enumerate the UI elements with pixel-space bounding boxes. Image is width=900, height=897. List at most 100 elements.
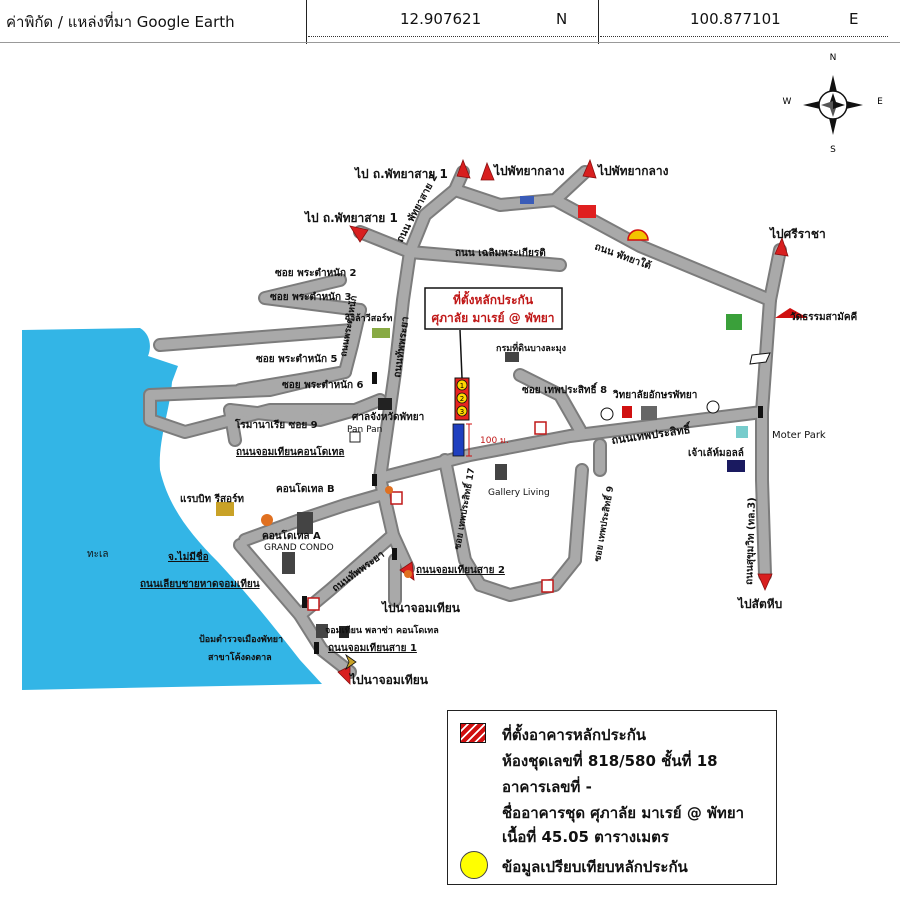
label-sea: ทะเล <box>87 549 109 560</box>
land-dept-icon <box>505 352 519 362</box>
label-police-box1: ป้อมตำรวจเมืองพัทยา <box>199 633 283 645</box>
label-romana: โรมานาเรีย ซอย 9 <box>234 418 318 431</box>
label-distance: 100 ม. <box>480 436 509 446</box>
compass-rose-icon <box>803 75 863 135</box>
header-divider-2 <box>598 0 599 44</box>
label-soi-thepprasit9: ซอย เทพประสิทธิ์ 9 <box>590 485 616 563</box>
arrow-to-phatthaya-klang-1-icon <box>480 161 495 181</box>
map-legend: ที่ตั้งอาคารหลักประกัน ห้องชุดเลขที่ 818… <box>447 710 777 885</box>
label-condotel-b: คอนโดเทล B <box>276 482 335 495</box>
legend-line6: ข้อมูลเปรียบเทียบหลักประกัน <box>502 858 688 876</box>
longitude-dotted-line <box>600 36 888 37</box>
label-to-phatthaya-sai1-left: ไป ถ.พัทยาสาย 1 <box>303 210 398 225</box>
label-wat: วัดธรรมสามัคคี <box>790 311 858 323</box>
label-to-phatthaya-klang-1: ไปพัทยากลาง <box>492 163 565 178</box>
compare-swatch-icon <box>460 851 488 879</box>
direction-arrows <box>337 158 789 685</box>
petrol-icon <box>520 196 534 204</box>
building-icon <box>297 512 313 534</box>
mall-icon <box>727 460 745 472</box>
label-soi-phra-tamnak5: ซอย พระตำหนัก 5 <box>256 353 338 365</box>
traffic-light-icon <box>372 372 377 384</box>
legend-line4: ชื่ออาคารชุด ศุภาลัย มาเรย์ @ พัทยา <box>502 804 745 822</box>
target-callout-box <box>424 287 563 330</box>
sea-area <box>22 328 322 690</box>
label-to-sattahip: ไปสัตหีบ <box>736 596 782 611</box>
temple-icon <box>775 308 808 318</box>
compare-marker-3: 3 <box>460 408 464 416</box>
label-soi-phra-tamnak2: ซอย พระตำหนัก 2 <box>275 267 357 279</box>
traffic-light-icon <box>302 596 307 608</box>
resort-icon <box>216 502 234 516</box>
traffic-light-icon <box>314 642 319 654</box>
compass-south-label: S <box>830 145 836 155</box>
label-to-phatthaya-sai1-top: ไป ถ.พัทยาสาย 1 <box>353 166 448 181</box>
coordinate-source-title: ค่าพิกัด / แหล่งที่มา Google Earth <box>6 13 235 31</box>
seven-eleven-icon <box>534 421 547 435</box>
target-callout-line1: ที่ตั้งหลักประกัน <box>453 290 534 307</box>
fuel-drop-icon <box>600 407 614 421</box>
building-icon <box>495 464 507 480</box>
building-icon <box>282 552 295 574</box>
legend-line3: อาคารเลขที่ - <box>502 778 592 796</box>
label-college: วิทยาลัยอักษรพัทยา <box>613 389 698 401</box>
target-swatch-icon <box>460 723 486 743</box>
label-jomtien-plaza: จอมเทียน พลาซ่า คอนโดเทล <box>325 624 439 636</box>
store-sign-icon <box>726 314 742 330</box>
label-soi-thepprasit8: ซอย เทพประสิทธิ์ 8 <box>522 382 607 396</box>
cafe-icon <box>261 514 273 526</box>
longitude-value: 100.877101 <box>690 10 781 28</box>
airplane-icon <box>345 653 357 671</box>
target-building: 1 2 3 <box>452 329 472 457</box>
label-soi-phra-tamnak6: ซอย พระตำหนัก 6 <box>282 379 364 391</box>
compass-west-label: W <box>783 97 792 107</box>
seven-eleven-icon <box>307 597 320 611</box>
label-to-phatthaya-klang-2: ไปพัทยากลาง <box>596 163 669 178</box>
legend-line1: ที่ตั้งอาคารหลักประกัน <box>502 726 647 744</box>
latitude-direction: N <box>556 10 568 28</box>
label-to-na-jomtien2: ไปนาจอมเทียน <box>348 672 429 687</box>
label-pan-pan: Pan Pan <box>347 425 382 435</box>
latitude-dotted-line <box>308 36 596 37</box>
villa-icon <box>372 328 390 338</box>
seven-eleven-icon <box>390 491 403 505</box>
label-soi-phra-tamnak3: ซอย พระตำหนัก 3 <box>270 291 352 303</box>
cafe-icon <box>404 570 412 578</box>
label-grand-condo: GRAND CONDO <box>264 543 334 553</box>
seven-eleven-icon <box>541 579 554 593</box>
court-building-icon <box>378 398 392 410</box>
arrow-to-phatthaya-klang-2-icon <box>582 158 597 179</box>
police-box-icon <box>339 626 349 638</box>
label-police-box2: สาขาโค้งดงตาล <box>208 651 272 663</box>
landmark-icons <box>216 196 808 671</box>
label-court: ศาลจังหวัดพัทยา <box>352 411 424 423</box>
label-mai-rung: จ.ไม่มีชื่อ <box>168 549 209 563</box>
traffic-light-icon <box>372 474 377 486</box>
legend-line2: ห้องชุดเลขที่ 818/580 ชั้นที่ 18 <box>502 752 718 770</box>
label-gallery: Gallery Living <box>488 488 550 498</box>
compass-north-label: N <box>830 53 837 63</box>
label-jomtien-condotel: ถนนจอมเทียนคอนโดเทล <box>236 445 344 458</box>
label-road-chaloem: ถนน เฉลิมพระเกียรติ <box>455 247 546 259</box>
target-callout-line2: ศุภาลัย มาเรย์ @ พัทยา <box>432 311 555 326</box>
pan-pan-icon <box>349 431 361 443</box>
label-moter-park: Moter Park <box>772 430 826 441</box>
coordinate-header: ค่าพิกัด / แหล่งที่มา Google Earth 12.90… <box>0 0 900 44</box>
header-bottom-rule <box>0 42 900 43</box>
arrow-to-phatthaya-sai1-top-icon <box>456 158 471 179</box>
railway-cross-icon <box>749 352 771 365</box>
cafe-icon <box>385 486 393 494</box>
label-road-jomtien-sai1: ถนนจอมเทียนสาย 1 <box>328 642 417 654</box>
honda-sign-icon <box>578 205 596 218</box>
arrow-to-na-jomtien2-icon <box>337 665 351 685</box>
traffic-light-icon <box>758 406 763 418</box>
compass-east-label: E <box>877 97 883 107</box>
compare-marker-1: 1 <box>460 382 464 390</box>
longitude-direction: E <box>849 10 859 28</box>
label-jomtien-beach-rd: ถนนเลียบชายหาดจอมเทียน <box>140 578 260 590</box>
label-dept-land: กรมที่ดินบางละมุง <box>496 341 566 354</box>
fuel-drop-icon <box>706 400 720 414</box>
college-icon <box>641 406 657 420</box>
arrow-to-sriracha-icon <box>774 236 789 257</box>
